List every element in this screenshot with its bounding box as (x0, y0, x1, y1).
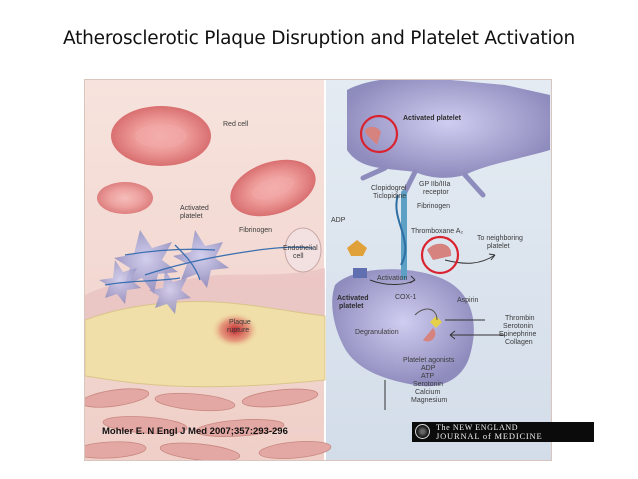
journal-wordmark: The NEW ENGLAND JOURNAL of MEDICINE (436, 423, 543, 441)
p2y12-receptor (353, 268, 367, 278)
activated-platelet-lower (332, 269, 474, 387)
platelet-activation-figure: Red cell Activated platelet Fibrinogen E… (84, 79, 552, 461)
red-cell (97, 182, 153, 214)
vessel-wall-cells (85, 388, 332, 460)
label-to-neighboring-platelet: To neighboring platelet (477, 235, 525, 250)
label-fibrinogen: Fibrinogen (239, 227, 272, 234)
label-activated-platelet-lower: Activated platelet (337, 295, 370, 310)
label-activated-platelet-top: Activated platelet (403, 115, 462, 122)
activated-platelet-cluster (99, 230, 229, 314)
slide-title: Atherosclerotic Plaque Disruption and Pl… (62, 28, 576, 49)
label-red-cell: Red cell (223, 121, 249, 128)
label-clopidogrel: Clopidogrel Ticlopidine (371, 185, 408, 200)
label-gp-receptor: GP IIb/IIIa receptor (419, 181, 452, 196)
endothelial-cell (284, 227, 322, 273)
highlight-ring-thromboxane (420, 235, 460, 275)
label-degranulation: Degranulation (355, 329, 399, 336)
label-activation: Activation (377, 275, 407, 282)
thromboxane-receptor (427, 243, 452, 260)
highlight-ring-clopidogrel (359, 114, 399, 154)
receptor-top-left (365, 126, 381, 145)
activated-platelet-top (347, 80, 550, 178)
pathway-arrows (369, 253, 505, 410)
label-aspirin: Aspirin (457, 297, 479, 304)
label-activated-platelet: Activated platelet (180, 205, 211, 220)
journal-seal-icon (415, 424, 430, 439)
plaque-rupture-site (211, 312, 259, 348)
figure-citation: Mohler E. N Engl J Med 2007;357:293-296 (102, 426, 288, 437)
label-fibrinogen-right: Fibrinogen (417, 203, 450, 210)
journal-logo: The NEW ENGLAND JOURNAL of MEDICINE (412, 422, 594, 442)
label-cox1: COX-1 (395, 294, 417, 301)
plaque (85, 301, 326, 388)
label-agonists-in: Thrombin Serotonin Epinephrine Collagen (499, 315, 538, 346)
figure-illustration: Red cell Activated platelet Fibrinogen E… (85, 80, 551, 460)
label-adp: ADP (331, 217, 346, 224)
adp-molecule (347, 240, 367, 256)
agonist-receptor (423, 328, 436, 342)
cox1-site (430, 316, 442, 328)
label-platelet-agonists: Platelet agonists ADP ATP Serotonin Calc… (403, 357, 456, 404)
label-endothelial-cell: Endothelial cell (283, 245, 320, 260)
label-thromboxane: Thromboxane A₂ (411, 228, 463, 235)
label-plaque-rupture: Plaque rupture (227, 319, 253, 334)
fibrinogen-strands (104, 244, 314, 286)
